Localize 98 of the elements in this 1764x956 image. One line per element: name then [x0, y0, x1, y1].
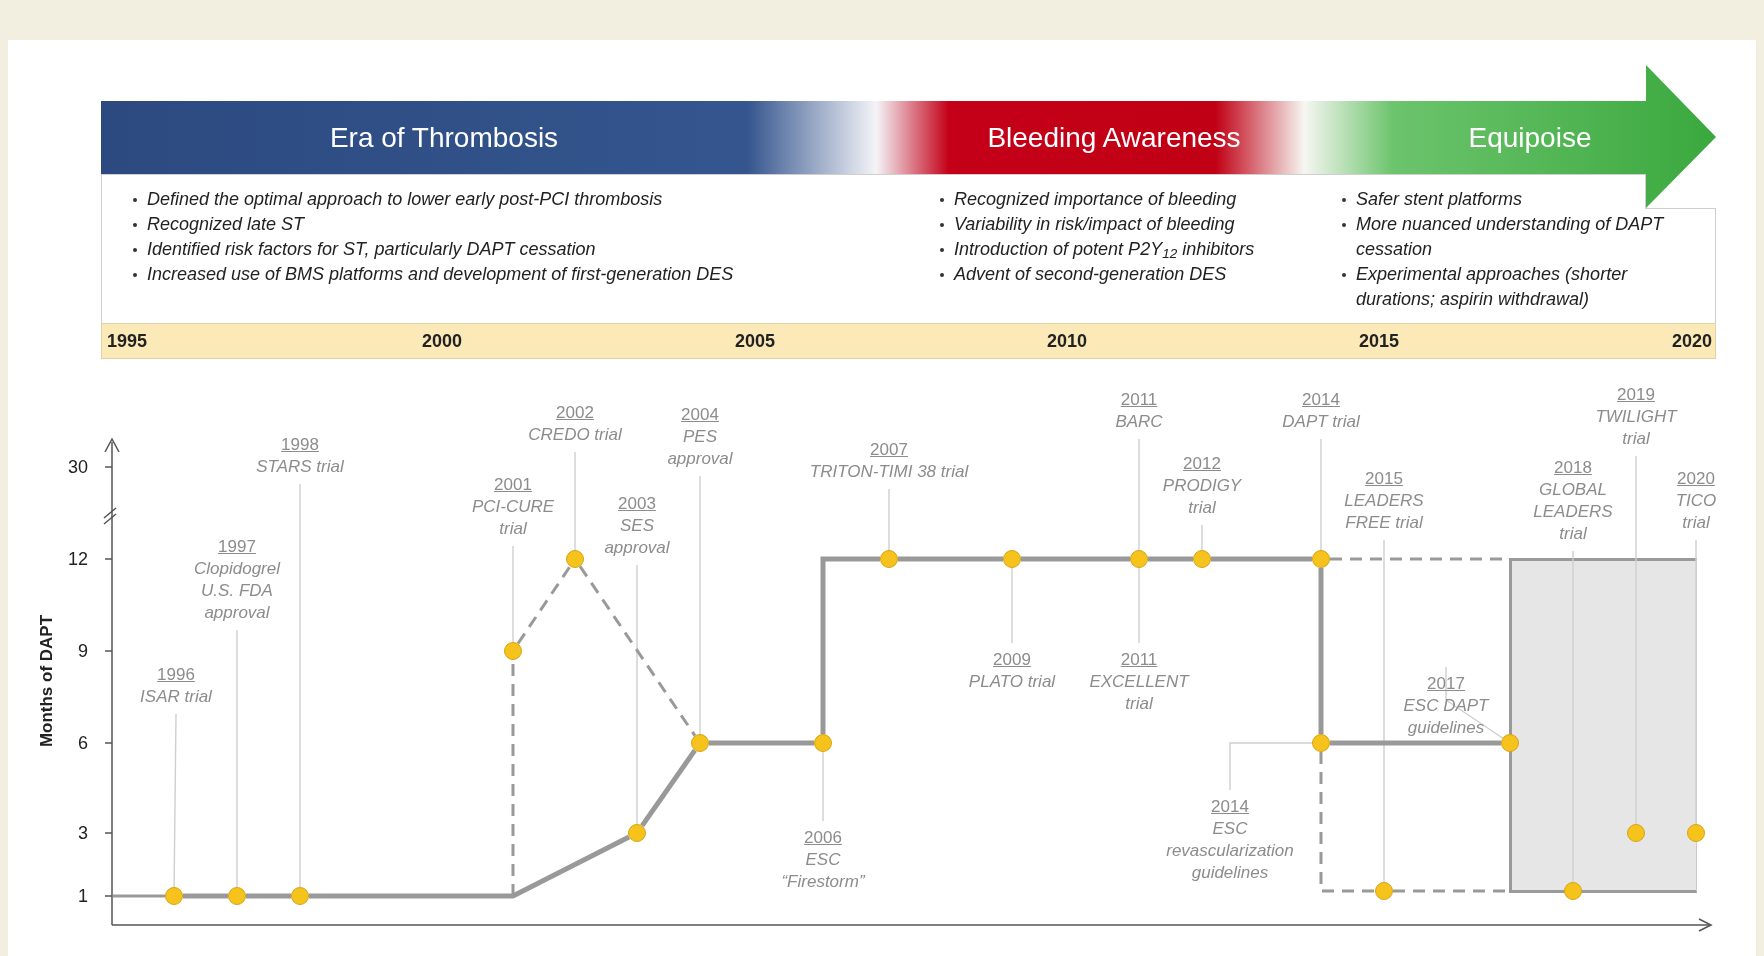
leader-line — [1201, 524, 1203, 551]
leader-line — [1138, 438, 1140, 551]
event-name: PCI-CURE trial — [470, 496, 556, 540]
tick-label: 3 — [78, 822, 88, 844]
note-text: Recognized late ST — [147, 214, 305, 234]
event-name: PRODIGY trial — [1161, 475, 1243, 519]
leader-line — [236, 629, 238, 888]
leader-line — [636, 564, 638, 825]
leader-line — [1635, 455, 1637, 825]
duration-line — [1319, 752, 1375, 893]
duration-line — [246, 893, 291, 899]
event-year: 2012 — [1183, 453, 1221, 475]
event-year: 2006 — [804, 827, 842, 849]
event-year: 2014 — [1302, 389, 1340, 411]
leader-line — [888, 488, 890, 551]
event-year: 2019 — [1617, 384, 1655, 406]
event-name: TICO trial — [1674, 490, 1718, 534]
duration-line — [1211, 556, 1312, 562]
note-text: Defined the optimal approach to lower early post-PCI thrombosis — [147, 189, 663, 209]
tick-label: 1 — [78, 885, 88, 907]
duration-line — [1021, 556, 1130, 562]
event-name: STARS trial — [256, 456, 344, 478]
leader-line — [574, 451, 576, 551]
note-text: Advent of second-generation DES — [954, 264, 1227, 284]
era-title: Era of Thrombosis — [329, 121, 559, 155]
note-text: Safer stent platforms — [1356, 189, 1523, 209]
event-name: EXCELLENT trial — [1088, 671, 1191, 715]
event-name: PLATO trial — [968, 671, 1056, 693]
year-label: 2010 — [1047, 330, 1087, 352]
duration-line — [1318, 568, 1324, 734]
event-name: ISAR trial — [140, 686, 212, 708]
tick-label: 6 — [78, 732, 88, 754]
duration-line — [1330, 740, 1501, 746]
event-name: ESC “Firestorm” — [780, 849, 867, 893]
event-name: LEADERS FREE trial — [1343, 490, 1425, 534]
duration-line — [578, 565, 697, 737]
year-label: 2015 — [1359, 330, 1399, 352]
leader-line — [173, 713, 177, 888]
event-name: ESC DAPT guidelines — [1402, 695, 1491, 739]
era-title: Bleeding Awareness — [987, 121, 1241, 155]
tick-label: 9 — [78, 640, 88, 662]
event-year: 2017 — [1427, 673, 1465, 695]
event-year: 1998 — [281, 434, 319, 456]
event-name: SES approval — [603, 515, 671, 559]
event-year: 1997 — [218, 536, 256, 558]
duration-line — [709, 740, 814, 746]
duration-line — [820, 556, 880, 734]
event-year: 1996 — [157, 664, 195, 686]
event-name: ESC revascularization guidelines — [1165, 818, 1295, 884]
era-title: Equipoise — [1468, 121, 1592, 155]
event-year: 2015 — [1365, 468, 1403, 490]
event-name: PES approval — [666, 426, 734, 470]
duration-line — [898, 556, 1003, 562]
leader-line — [1320, 438, 1322, 551]
event-year: 2011 — [1120, 389, 1158, 411]
year-label: 2020 — [1671, 330, 1712, 352]
duration-line — [183, 893, 228, 899]
leader-line — [512, 545, 514, 643]
event-year: 2002 — [556, 402, 594, 424]
event-year: 2009 — [993, 649, 1031, 671]
note-text: Variability in risk/impact of bleeding — [954, 214, 1235, 234]
leader-line — [822, 751, 824, 822]
event-name: DAPT trial — [1282, 411, 1360, 433]
note-text: Increased use of BMS platforms and development of first-generation DES — [147, 264, 734, 284]
year-label: 2000 — [422, 330, 462, 352]
event-year: 2001 — [494, 474, 532, 496]
event-year: 2003 — [618, 493, 656, 515]
event-name: Clopidogrel U.S. FDA approval — [193, 558, 282, 624]
event-name: TWILIGHT trial — [1594, 406, 1679, 450]
note-text: More nuanced understanding of DAPT cessation — [1356, 214, 1664, 259]
axis-title: Months of DAPT — [37, 614, 57, 748]
era-arrow — [101, 65, 1716, 208]
leader-line — [1138, 567, 1140, 644]
year-label: 2005 — [735, 330, 775, 352]
event-year: 2020 — [1677, 468, 1715, 490]
event-year: 2018 — [1554, 457, 1592, 479]
event-name: TRITON-TIMI 38 trial — [809, 461, 969, 483]
duration-line — [640, 748, 697, 828]
leader-line — [1383, 539, 1385, 883]
leader-line — [1011, 567, 1013, 644]
leader-line — [299, 483, 301, 888]
tick-label: 12 — [67, 548, 88, 570]
event-name: CREDO trial — [528, 424, 622, 446]
event-year: 2011 — [1120, 649, 1158, 671]
duration-line — [1148, 556, 1193, 562]
event-name: GLOBAL LEADERS trial — [1532, 479, 1614, 545]
event-year: 2004 — [681, 404, 719, 426]
note-text: Recognized importance of bleeding — [954, 189, 1237, 209]
leader-line — [699, 475, 701, 735]
note-text: Identified risk factors for ST, particularly DAPT cessation — [147, 239, 596, 259]
year-label: 1995 — [107, 330, 148, 352]
event-year: 2014 — [1211, 796, 1249, 818]
note-text: Experimental approaches (shorter durations; aspirin withdrawal) — [1356, 264, 1628, 309]
tick-label: 30 — [67, 456, 88, 478]
event-year: 2007 — [870, 439, 908, 461]
note-text: Introduction of potent P2Y$_{12}$ inhibitors — [954, 239, 1255, 259]
leader-line — [1229, 742, 1313, 791]
event-name: BARC — [1115, 411, 1163, 433]
